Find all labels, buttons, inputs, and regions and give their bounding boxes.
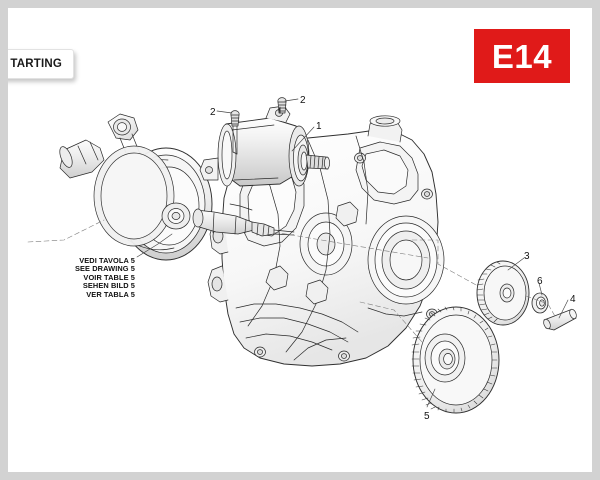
reference-note-line-es: VER TABLA 5 [86,289,135,299]
reference-note-line-de: SEHEN BILD 5 [82,281,135,291]
reference-note-line-fr: VOIR TABLE 5 [83,272,135,282]
callout-3: 3 [524,251,530,262]
diagram-sheet: VEDI TAVOLA 5 SEE DRAWING 5 VOIR TABLE 5… [8,8,592,472]
parts-diagram-illustration [8,8,592,472]
callout-2a: 2 [210,107,216,118]
callout-6: 6 [537,276,543,287]
assembly-axis-lines [27,219,557,343]
section-tab[interactable]: TARTING [8,49,74,79]
starter-motor-group [199,105,330,187]
diagram-code-badge: E14 [474,29,570,83]
leader-lines [136,98,569,408]
callout-2b: 2 [300,95,306,106]
idler-gear-group [476,260,530,326]
callout-5: 5 [424,411,430,422]
reference-note-block: VEDI TAVOLA 5 SEE DRAWING 5 VOIR TABLE 5… [31,256,135,299]
ring-gear-group [411,306,500,414]
callout-4: 4 [570,294,576,305]
crankshaft-group [59,113,295,261]
reference-note-line-en: SEE DRAWING 5 [74,264,135,274]
callout-1: 1 [316,121,322,132]
diagram-code-label: E14 [491,37,553,75]
starter-bolts-group [230,97,287,155]
idler-shaft-group [543,308,577,331]
crankcase-group [207,115,445,367]
section-tab-label: TARTING [10,58,62,70]
reference-note-line-it: VEDI TAVOLA 5 [79,256,135,265]
